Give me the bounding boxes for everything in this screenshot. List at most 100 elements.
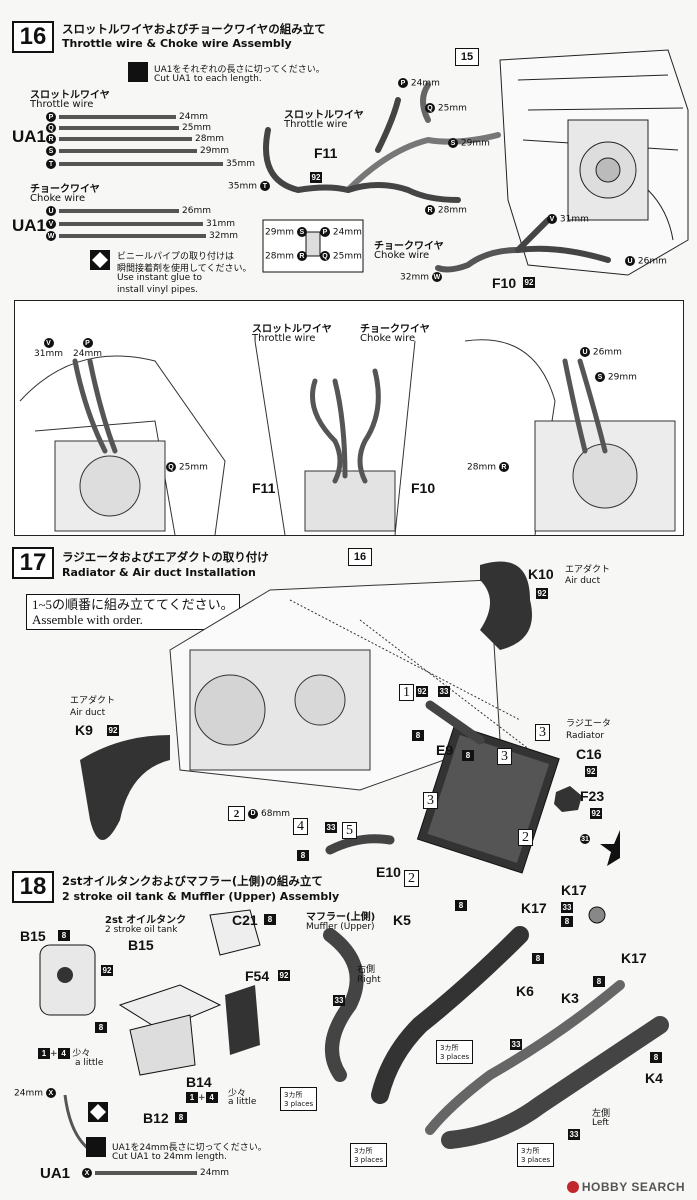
marker-s-icon: S	[46, 146, 56, 156]
order-5: 5	[342, 822, 357, 839]
tag-33-left: 33	[568, 1129, 580, 1140]
step-17-illustration	[80, 561, 620, 874]
order-note-en: Assemble with order.	[32, 612, 143, 627]
callout-v-31mm: V 31mm	[547, 214, 589, 225]
part-k9: K9	[75, 722, 93, 738]
marker-w-icon: W	[46, 231, 56, 241]
callout-r-28mm: R 28mm	[425, 205, 467, 216]
tag-33-k17: 33	[561, 902, 573, 913]
tag-8-e9: 8	[412, 730, 424, 741]
order-3b: 3	[535, 724, 550, 741]
part-ua1-throttle: UA1	[12, 127, 47, 146]
tag-92-f23: 92	[590, 808, 602, 819]
airduct-k9-en: Air duct	[70, 708, 106, 718]
step-18-number: 18	[12, 871, 54, 903]
part-k5: K5	[393, 912, 411, 928]
order-note-jp: 1~5の順番に組み立ててください。	[32, 597, 234, 612]
step-18-illustration	[39, 906, 669, 1152]
wire-length-t-value: 35mm	[226, 159, 255, 169]
wire-length-w: W 32mm	[46, 231, 238, 241]
wire-length-u: U 26mm	[46, 206, 211, 216]
cut-note-en: Cut UA1 to each length.	[154, 74, 262, 84]
glue-diamond-icon	[90, 250, 110, 270]
wire-length-x: X 24mm	[82, 1168, 229, 1178]
throttle-wire-label-jp: スロットルワイヤ	[30, 90, 110, 101]
part-k17-top: K17	[521, 900, 547, 916]
tag-92-k10: 92	[536, 588, 548, 599]
order-1: 1	[399, 684, 414, 701]
lower-choke-en: Choke wire	[360, 333, 416, 344]
part-ua1-choke: UA1	[12, 216, 47, 235]
glue-diamond-icon-18	[88, 1102, 108, 1122]
tag-92-f54: 92	[278, 970, 290, 981]
lower-part-f11: F11	[252, 480, 276, 496]
muffler-en: Muffler (Upper)	[306, 922, 375, 932]
tag-8-b15: 8	[58, 930, 70, 941]
throttle-wire-callout-jp: スロットルワイヤ	[284, 110, 364, 121]
throttle-wire-label-en: Throttle wire	[30, 99, 94, 110]
tag-33-e9: 33	[438, 686, 450, 697]
order-2a: 2	[518, 829, 533, 846]
cut-note-18-jp: UA1を24mm長さに切ってください。	[112, 1143, 267, 1153]
step-18-title-en: 2 stroke oil tank & Muffler (Upper) Asse…	[62, 890, 340, 903]
marker-p-icon: P	[46, 112, 56, 122]
step-16-number: 16	[12, 21, 54, 53]
hobby-search-logo-icon	[566, 1181, 579, 1193]
cut-icon	[128, 62, 148, 82]
step-16-lower-illustration	[19, 339, 676, 536]
wire-length-u-value: 26mm	[182, 206, 211, 216]
glue-note-jp-1: ビニールパイプの取り付けは	[117, 252, 235, 262]
part-b15: B15	[128, 937, 154, 953]
part-f10: F10	[492, 275, 517, 291]
wire-length-v: V 31mm	[46, 219, 235, 229]
tag-33-right: 33	[333, 995, 345, 1006]
marker-r-icon: R	[46, 134, 56, 144]
step-16-lower-panel	[14, 300, 684, 536]
tag-92-e9: 92	[416, 686, 428, 697]
cut-icon-18	[86, 1137, 106, 1157]
glue-note-en-2: install vinyl pipes.	[117, 285, 199, 295]
x-24mm: 24mm X	[14, 1088, 56, 1099]
tag-92-f10: 92	[523, 277, 535, 288]
wire-length-r-value: 28mm	[195, 134, 224, 144]
part-k3: K3	[561, 990, 579, 1006]
wire-length-q: Q 25mm	[46, 123, 211, 133]
tag-8-c21: 8	[264, 914, 276, 925]
radiator-en: Radiator	[566, 731, 605, 741]
part-f23: F23	[580, 788, 605, 804]
right-en: Right	[357, 975, 381, 985]
part-c21: C21	[232, 912, 258, 928]
tag-8-k17: 8	[561, 916, 573, 927]
part-k6: K6	[516, 983, 534, 999]
marker-u-icon: U	[46, 206, 56, 216]
lower-throttle-en: Throttle wire	[252, 333, 316, 344]
step-16-title-en: Throttle wire & Choke wire Assembly	[62, 37, 292, 50]
order-2b: 2	[404, 870, 419, 887]
part-k17-left: K17	[621, 950, 647, 966]
detail-s-29mm: 29mm S	[265, 227, 307, 238]
step-17-order-note: 1~5の順番に組み立ててください。 Assemble with order.	[26, 594, 240, 630]
part-f54: F54	[245, 968, 270, 984]
airduct-k10-jp: エアダクト	[565, 565, 611, 575]
tag-8-b12: 8	[175, 1112, 187, 1123]
choke-wire-callout-en: Choke wire	[374, 250, 430, 261]
marker-x-icon: X	[82, 1168, 92, 1178]
marker-t-icon: T	[46, 159, 56, 169]
airduct-k9-jp: エアダクト	[70, 696, 116, 706]
step-17-number: 17	[12, 547, 54, 579]
wire-length-r: R 28mm	[46, 134, 224, 144]
tag-8-radiator: 8	[462, 750, 474, 761]
callout-u-26mm: U 26mm	[625, 256, 667, 267]
part-b12: B12	[143, 1110, 169, 1126]
tag-92-c16: 92	[585, 766, 597, 777]
cut-note-jp: UA1をそれぞれの長さに切ってください。	[154, 65, 325, 75]
glue-note-jp-2: 瞬間接着剤を使用してください。	[117, 264, 252, 274]
left-en: Left	[592, 1118, 609, 1128]
wire-length-s-value: 29mm	[200, 146, 229, 156]
lower-s-29mm: S 29mm	[595, 372, 637, 383]
tag-8-k5: 8	[455, 900, 467, 911]
